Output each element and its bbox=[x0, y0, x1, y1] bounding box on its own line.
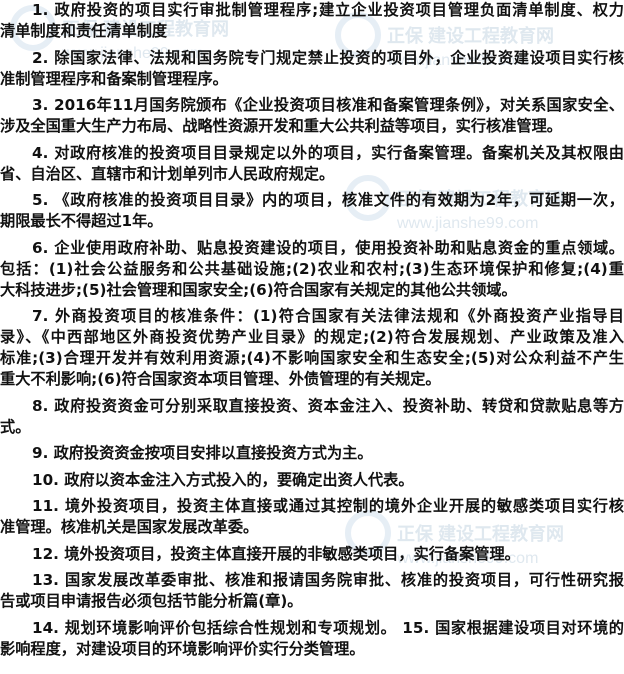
paragraph-item: 1. 政府投资的项目实行审批制管理程序;建立企业投资项目管理负面清单制度、权力清… bbox=[0, 0, 624, 42]
paragraph-item: 3. 2016年11月国务院颁布《企业投资项目核准和备案管理条例》，对关系国家安… bbox=[0, 95, 624, 137]
paragraph-item: 4. 对政府核准的投资项目目录规定以外的项目，实行备案管理。备案机关及其权限由省… bbox=[0, 143, 624, 185]
paragraph-line: 14. 规划环境影响评价包括综合性规划和专项规划。 15. 国家根据建设项目对环… bbox=[32, 618, 624, 637]
paragraph-line: 重大不利影响;(6)符合国家资本项目管理、外债管理的有关规定。 bbox=[0, 370, 441, 388]
paragraph-line: 告或项目申请报告必须包括节能分析篇(章)。 bbox=[0, 592, 303, 610]
paragraph-line: 9. 政府投资资金按项目安排以直接投资方式为主。 bbox=[32, 444, 373, 462]
paragraph-item: 11. 境外投资项目，投资主体直接或通过其控制的境外企业开展的敏感类项目实行核准… bbox=[0, 496, 624, 538]
paragraph-line: 清单制度和责任清单制度 bbox=[0, 22, 168, 40]
paragraph-item: 2. 除国家法律、法规和国务院专门规定禁止投资的项目外，企业投资建设项目实行核准… bbox=[0, 48, 624, 90]
paragraph-line: 10. 政府以资本金注入方式投入的，要确定出资人代表。 bbox=[32, 470, 414, 489]
paragraph-line: 1. 政府投资的项目实行审批制管理程序;建立企业投资项目管理负面清单制度、权力 bbox=[32, 1, 624, 19]
paragraph-item: 7. 外商投资项目的核准条件：(1)符合国家有关法律法规和《外商投资产业指导目录… bbox=[0, 306, 624, 390]
paragraph-line: 省、自治区、直辖市和计划单列市人民政府规定。 bbox=[0, 164, 335, 183]
paragraph-line: 4. 对政府核准的投资项目目录规定以外的项目，实行备案管理。备案机关及其权限由 bbox=[32, 143, 624, 162]
paragraph-item: 6. 企业使用政府补助、贴息投资建设的项目，使用投资补助和贴息资金的重点领域。包… bbox=[0, 238, 624, 301]
paragraph-line: 录》、《中西部地区外商投资优势产业目录》的规定;(2)符合发展规划、产业政策及准… bbox=[0, 328, 624, 346]
paragraph-item: 14. 规划环境影响评价包括综合性规划和专项规划。 15. 国家根据建设项目对环… bbox=[0, 618, 624, 660]
paragraph-line: 7. 外商投资项目的核准条件：(1)符合国家有关法律法规和《外商投资产业指导目 bbox=[32, 307, 624, 325]
paragraph-item: 12. 境外投资项目，投资主体直接开展的非敏感类项目，实行备案管理。 bbox=[0, 544, 624, 565]
paragraph-item: 5. 《政府核准的投资项目目录》内的项目，核准文件的有效期为2年，可延期一次， 期… bbox=[0, 190, 624, 232]
paragraph-line: 8. 政府投资资金可分别采取直接投资、资本金注入、投资补助、转贷和贷款贴息等方 bbox=[32, 396, 624, 415]
paragraph-line: 12. 境外投资项目，投资主体直接开展的非敏感类项目，实行备案管理。 bbox=[32, 544, 520, 563]
paragraph-item: 13. 国家发展改革委审批、核准和报请国务院审批、核准的投资项目，可行性研究报告… bbox=[0, 570, 624, 612]
paragraph-line: 5. 《政府核准的投资项目目录》内的项目，核准文件的有效期为2年，可延期一次， bbox=[32, 191, 624, 209]
document-body: 1. 政府投资的项目实行审批制管理程序;建立企业投资项目管理负面清单制度、权力清… bbox=[0, 0, 624, 660]
paragraph-line: 期限最长不得超过1年。 bbox=[0, 212, 163, 230]
paragraph-line: 标准;(3)合理开发并有效利用资源;(4)不影响国家安全和生态安全;(5)对公众… bbox=[0, 349, 624, 367]
paragraph-line: 13. 国家发展改革委审批、核准和报请国务院审批、核准的投资项目，可行性研究报 bbox=[32, 571, 624, 589]
paragraph-line: 大科技进步;(5)社会管理和国家安全;(6)符合国家有关规定的其他公共领域。 bbox=[0, 280, 517, 299]
paragraph-line: 准制管理程序和备案制管理程序。 bbox=[0, 69, 228, 88]
paragraph-line: 6. 企业使用政府补助、贴息投资建设的项目，使用投资补助和贴息资金的重点领域。 bbox=[32, 238, 624, 257]
paragraph-item: 8. 政府投资资金可分别采取直接投资、资本金注入、投资补助、转贷和贷款贴息等方式… bbox=[0, 396, 624, 438]
paragraph-line: 准管理。核准机关是国家发展改革委。 bbox=[0, 518, 259, 536]
paragraph-line: 2. 除国家法律、法规和国务院专门规定禁止投资的项目外，企业投资建设项目实行核 bbox=[32, 48, 624, 67]
paragraph-line: 式。 bbox=[0, 417, 31, 436]
paragraph-line: 包括：(1)社会公益服务和公共基础设施;(2)农业和农村;(3)生态环境保护和修… bbox=[0, 259, 624, 278]
paragraph-line: 影响程度，对建设项目的环境影响评价实行分类管理。 bbox=[0, 639, 365, 658]
paragraph-line: 3. 2016年11月国务院颁布《企业投资项目核准和备案管理条例》，对关系国家安… bbox=[32, 96, 624, 114]
paragraph-item: 10. 政府以资本金注入方式投入的，要确定出资人代表。 bbox=[0, 470, 624, 491]
paragraph-item: 9. 政府投资资金按项目安排以直接投资方式为主。 bbox=[0, 443, 624, 464]
paragraph-line: 涉及全国重大生产力布局、战略性资源开发和重大公共利益等项目，实行核准管理。 bbox=[0, 117, 562, 135]
paragraph-line: 11. 境外投资项目，投资主体直接或通过其控制的境外企业开展的敏感类项目实行核 bbox=[32, 497, 624, 515]
